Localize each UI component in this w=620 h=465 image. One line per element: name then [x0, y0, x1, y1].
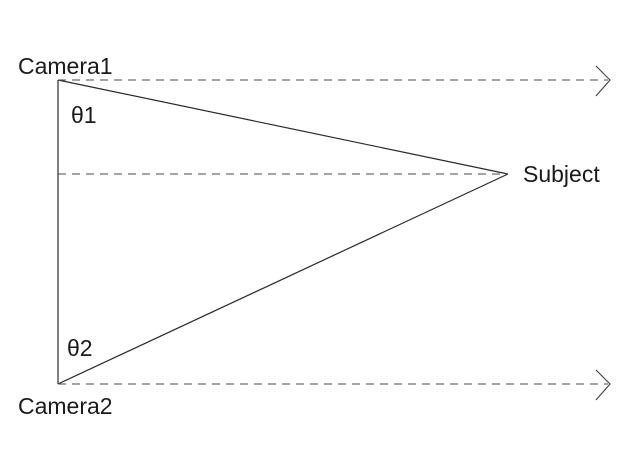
camera1-to-subject-line — [57, 79, 509, 175]
camera1-axis-arrowhead-icon — [595, 65, 611, 97]
camera2-to-subject-line — [57, 173, 509, 385]
camera2-axis-arrowhead-icon — [595, 369, 611, 401]
theta2-label: θ2 — [67, 335, 93, 361]
theta1-label: θ1 — [71, 102, 97, 128]
subject-label: Subject — [523, 161, 600, 187]
camera2-label: Camera2 — [18, 393, 113, 419]
camera1-label: Camera1 — [18, 53, 113, 79]
